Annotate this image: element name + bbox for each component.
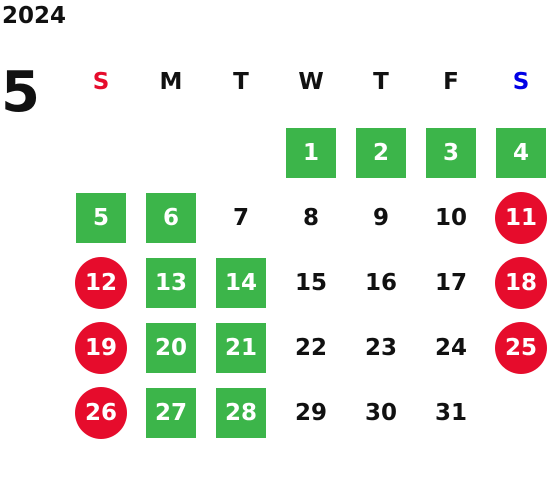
year-label: 2024 bbox=[2, 3, 67, 29]
day-21: 21 bbox=[216, 322, 266, 373]
calendar-cell: 1 bbox=[276, 120, 346, 185]
day-22: 22 bbox=[294, 334, 327, 361]
day-15: 15 bbox=[294, 269, 327, 296]
day-23: 23 bbox=[364, 334, 397, 361]
calendar-cell: 5 bbox=[66, 185, 136, 250]
calendar-cell: 9 bbox=[346, 185, 416, 250]
calendar-cell: 17 bbox=[416, 250, 486, 315]
calendar-cell: 29 bbox=[276, 380, 346, 445]
day-5: 5 bbox=[76, 192, 126, 243]
weekday-0: S bbox=[92, 69, 110, 95]
weekday-1: M bbox=[159, 69, 183, 95]
calendar-cell: 6 bbox=[136, 185, 206, 250]
day-9: 9 bbox=[372, 204, 389, 231]
calendar-cell: 19 bbox=[66, 315, 136, 380]
day-20: 20 bbox=[146, 322, 196, 373]
day-10: 10 bbox=[434, 204, 467, 231]
calendar-cell: 15 bbox=[276, 250, 346, 315]
calendar-cell: 26 bbox=[66, 380, 136, 445]
day-4: 4 bbox=[496, 127, 546, 178]
weekday-5: F bbox=[443, 69, 459, 95]
calendar-cell: 16 bbox=[346, 250, 416, 315]
weekday-4: T bbox=[373, 69, 389, 95]
calendar-cell: 7 bbox=[206, 185, 276, 250]
day-14: 14 bbox=[216, 257, 266, 308]
day-25: 25 bbox=[495, 321, 547, 374]
calendar-cell: 31 bbox=[416, 380, 486, 445]
day-6: 6 bbox=[146, 192, 196, 243]
calendar-cell: 14 bbox=[206, 250, 276, 315]
calendar-cell: 27 bbox=[136, 380, 206, 445]
calendar-cell: 4 bbox=[486, 120, 548, 185]
day-1: 1 bbox=[286, 127, 336, 178]
day-27: 27 bbox=[146, 387, 196, 438]
calendar-cell: 18 bbox=[486, 250, 548, 315]
calendar-cell: 28 bbox=[206, 380, 276, 445]
day-26: 26 bbox=[75, 386, 127, 439]
weekday-6: S bbox=[512, 69, 530, 95]
calendar-cell: 8 bbox=[276, 185, 346, 250]
calendar-cell: 10 bbox=[416, 185, 486, 250]
day-16: 16 bbox=[364, 269, 397, 296]
day-7: 7 bbox=[232, 204, 249, 231]
month-number: 5 bbox=[1, 60, 40, 125]
calendar-cell: 2 bbox=[346, 120, 416, 185]
weekday-3: W bbox=[298, 69, 324, 95]
day-13: 13 bbox=[146, 257, 196, 308]
day-17: 17 bbox=[434, 269, 467, 296]
day-29: 29 bbox=[294, 399, 327, 426]
day-24: 24 bbox=[434, 334, 467, 361]
day-8: 8 bbox=[302, 204, 319, 231]
day-12: 12 bbox=[75, 256, 127, 309]
calendar-cell: 3 bbox=[416, 120, 486, 185]
calendar-cell: 21 bbox=[206, 315, 276, 380]
calendar-cell: 25 bbox=[486, 315, 548, 380]
day-19: 19 bbox=[75, 321, 127, 374]
day-28: 28 bbox=[216, 387, 266, 438]
calendar-cell: 12 bbox=[66, 250, 136, 315]
day-18: 18 bbox=[495, 256, 547, 309]
calendar-cell: 13 bbox=[136, 250, 206, 315]
day-30: 30 bbox=[364, 399, 397, 426]
calendar-cell: 30 bbox=[346, 380, 416, 445]
day-11: 11 bbox=[495, 191, 547, 244]
day-2: 2 bbox=[356, 127, 406, 178]
calendar-cell: 23 bbox=[346, 315, 416, 380]
calendar-cell: 24 bbox=[416, 315, 486, 380]
calendar-cell: 22 bbox=[276, 315, 346, 380]
weekday-2: T bbox=[233, 69, 249, 95]
calendar-cell: 11 bbox=[486, 185, 548, 250]
day-31: 31 bbox=[434, 399, 467, 426]
day-3: 3 bbox=[426, 127, 476, 178]
calendar-cell: 20 bbox=[136, 315, 206, 380]
